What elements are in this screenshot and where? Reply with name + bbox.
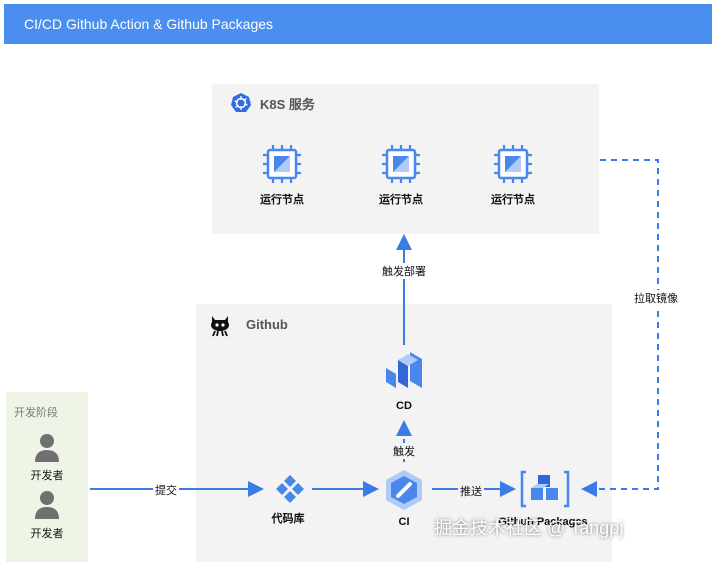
trigger-label: 触发 [391,443,417,459]
ci-label: CI [398,516,410,528]
dev-stage-panel [6,392,88,562]
submit-label: 提交 [153,482,179,498]
repository-label: 代码库 [271,513,305,525]
github-title: Github [246,317,288,332]
push-label: 推送 [458,483,484,499]
k8s-title: K8S 服务 [260,97,315,112]
cd-label: CD [396,400,412,412]
packages-label: Github Packages [498,516,588,528]
trigger-deploy-label: 触发部署 [380,263,428,279]
packages-icon [520,468,570,510]
dev-stage-title: 开发阶段 [14,407,58,419]
github-octocat-icon [206,310,234,338]
repository-icon [268,474,312,504]
k8s-node-label: 运行节点 [491,194,535,206]
watermark: 掘金技术社区 @ Tangpj [434,518,624,538]
kubernetes-icon [230,92,252,114]
developer-label: 开发者 [30,528,64,540]
page-title: CI/CD Github Action & Github Packages [4,4,712,44]
ci-icon [382,468,426,512]
cpu-chip-icon [380,143,422,185]
cd-icon [384,348,426,390]
k8s-node-label: 运行节点 [260,194,304,206]
k8s-node-label: 运行节点 [379,194,423,206]
cpu-chip-icon [492,143,534,185]
person-icon [33,489,61,519]
developer-label: 开发者 [30,470,64,482]
pull-image-label: 拉取镜像 [632,290,680,306]
pull-image-arrow [581,159,659,497]
person-icon [33,432,61,462]
cpu-chip-icon [261,143,303,185]
